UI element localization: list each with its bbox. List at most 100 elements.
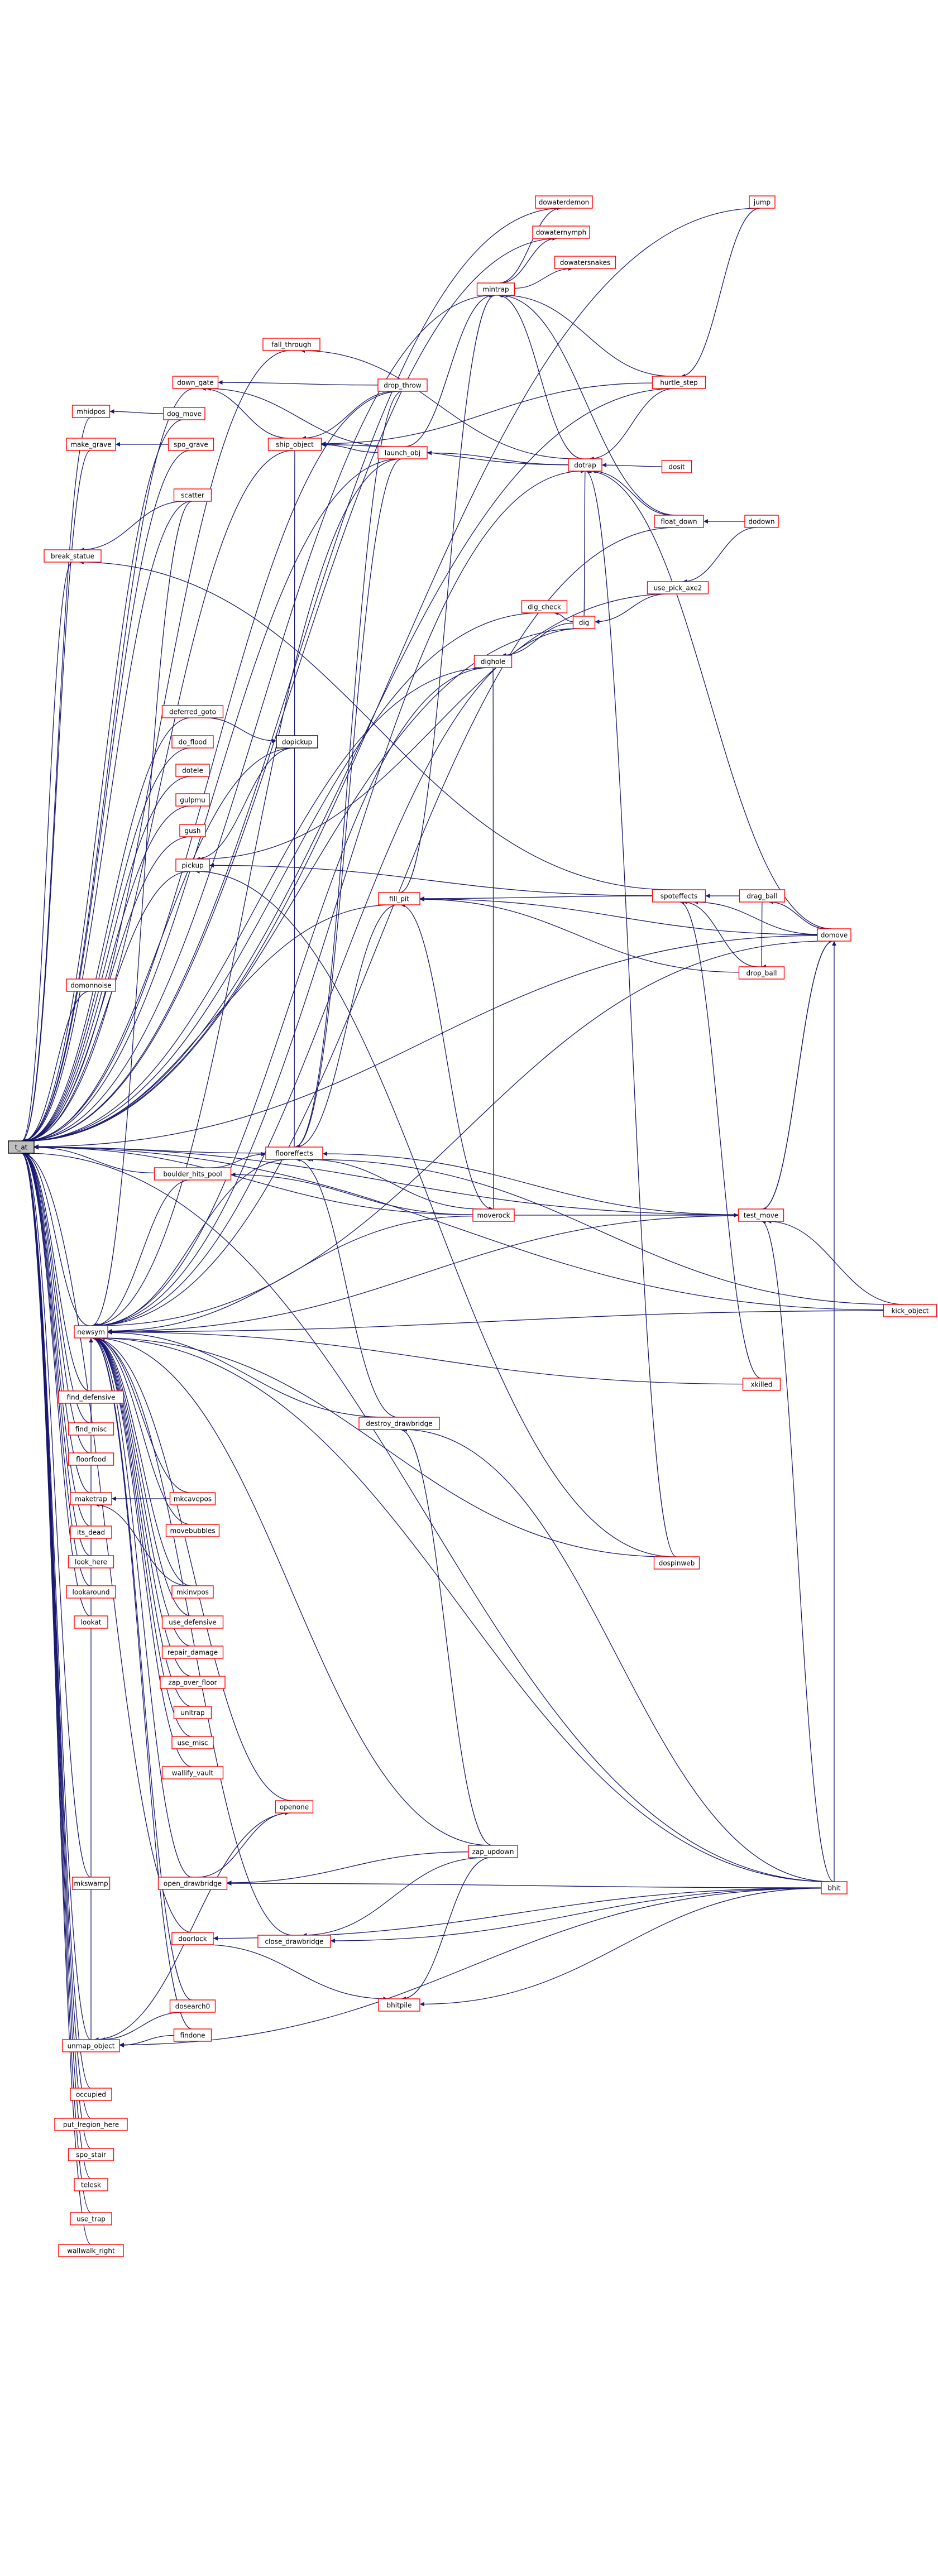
node-maketrap[interactable]: maketrap	[70, 1492, 112, 1505]
node-dig[interactable]: dig	[572, 616, 596, 629]
node-bhitpile[interactable]: bhitpile	[378, 1998, 420, 2012]
node-label: mkinvpos	[176, 1589, 209, 1596]
edge-launch-obj-to-mintrap	[404, 293, 494, 447]
node-unmap-object[interactable]: unmap_object	[62, 2039, 120, 2052]
node-openone[interactable]: openone	[275, 1800, 314, 1814]
node-newsym[interactable]: newsym	[74, 1325, 108, 1339]
node-fall-through[interactable]: fall_through	[262, 338, 320, 351]
node-box	[262, 338, 320, 351]
node-box	[8, 1140, 35, 1154]
node-bhit[interactable]: bhit	[821, 1881, 848, 1894]
node-dighole[interactable]: dighole	[473, 655, 513, 668]
node-box	[377, 378, 428, 392]
node-mkcavepos[interactable]: mkcavepos	[169, 1492, 216, 1505]
node-drag-ball[interactable]: drag_ball	[739, 889, 786, 903]
node-label: mhidpos	[76, 408, 105, 416]
node-dosearch0[interactable]: dosearch0	[169, 1999, 216, 2013]
node-use-misc[interactable]: use_misc	[171, 1736, 214, 1749]
node-wallwalk-right[interactable]: wallwalk_right	[58, 2244, 124, 2257]
node-repair-damage[interactable]: repair_damage	[161, 1646, 224, 1659]
node-do-flood[interactable]: do_flood	[171, 735, 214, 749]
node-dog-move[interactable]: dog_move	[163, 407, 205, 420]
node-destroy-drawbridge[interactable]: destroy_drawbridge	[358, 1417, 440, 1430]
edge-use-trap-to-root	[21, 1151, 91, 2213]
node-spoteffects[interactable]: spoteffects	[652, 889, 706, 903]
node-lookaround[interactable]: lookaround	[66, 1585, 116, 1599]
node-find-defensive[interactable]: find_defensive	[58, 1390, 124, 1404]
edge-boulder-hits-pool-to-flooreffects	[210, 1152, 266, 1168]
node-launch-obj[interactable]: launch_obj	[377, 446, 428, 459]
node-label: close_drawbridge	[265, 1938, 323, 1946]
node-spo-grave[interactable]: spo_grave	[168, 438, 214, 451]
node-make-grave[interactable]: make_grave	[66, 438, 116, 451]
node-close-drawbridge[interactable]: close_drawbridge	[257, 1935, 331, 1948]
node-xkilled[interactable]: xkilled	[742, 1378, 781, 1391]
node-movebubbles[interactable]: movebubbles	[165, 1524, 220, 1537]
node-break-statue[interactable]: break_statue	[44, 549, 102, 563]
node-telesk[interactable]: telesk	[74, 2178, 108, 2191]
node-gulpmu[interactable]: gulpmu	[175, 793, 210, 807]
node-domove[interactable]: domove	[817, 928, 851, 942]
node-pickup[interactable]: pickup	[175, 858, 210, 872]
node-mkswamp[interactable]: mkswamp	[71, 1877, 111, 1890]
node-dopickup[interactable]: dopickup	[276, 735, 318, 749]
node-find-misc[interactable]: find_misc	[68, 1422, 114, 1436]
node-kick-object[interactable]: kick_object	[883, 1304, 937, 1317]
node-mintrap[interactable]: mintrap	[476, 282, 515, 296]
node-jump[interactable]: jump	[749, 195, 776, 209]
node-boulder-hits-pool[interactable]: boulder_hits_pool	[154, 1167, 232, 1181]
node-dotrap[interactable]: dotrap	[568, 458, 602, 472]
node-dowaterdemon[interactable]: dowaterdemon	[535, 195, 593, 209]
node-its-dead[interactable]: its_dead	[70, 1526, 112, 1539]
node-box	[68, 2148, 114, 2161]
node-put-lregion-here[interactable]: put_lregion_here	[54, 2118, 128, 2131]
node-box	[378, 892, 420, 905]
node-fill-pit[interactable]: fill_pit	[378, 892, 420, 905]
node-dowaternymph[interactable]: dowaternymph	[532, 226, 590, 239]
node-open-drawbridge[interactable]: open_drawbridge	[157, 1877, 228, 1890]
node-dodown[interactable]: dodown	[744, 515, 779, 528]
node-label: zap_updown	[472, 1848, 514, 1856]
node-zap-over-floor[interactable]: zap_over_floor	[160, 1676, 226, 1689]
node-dowatersnakes[interactable]: dowatersnakes	[554, 256, 616, 269]
node-use-pick-axe2[interactable]: use_pick_axe2	[647, 581, 709, 594]
node-dospinweb[interactable]: dospinweb	[653, 1556, 700, 1570]
node-moverock[interactable]: moverock	[472, 1208, 515, 1222]
node-lookat[interactable]: lookat	[74, 1615, 108, 1629]
node-mhidpos[interactable]: mhidpos	[71, 405, 111, 418]
node-wallify-vault[interactable]: wallify_vault	[161, 1766, 224, 1779]
node-unltrap[interactable]: unltrap	[173, 1706, 212, 1719]
node-root[interactable]: t_at	[8, 1140, 35, 1154]
node-drop-ball[interactable]: drop_ball	[738, 966, 785, 980]
node-spo-stair[interactable]: spo_stair	[68, 2148, 114, 2161]
edge-destroy-drawbridge-to-newsym	[107, 1330, 387, 1418]
node-doorlock[interactable]: doorlock	[171, 1932, 214, 1945]
node-use-defensive[interactable]: use_defensive	[161, 1615, 224, 1629]
node-hurtle-step[interactable]: hurtle_step	[652, 376, 706, 389]
node-occupied[interactable]: occupied	[70, 2088, 112, 2101]
node-float-down[interactable]: float_down	[654, 515, 704, 528]
edge-dog-move-to-mhidpos	[109, 409, 164, 414]
node-dig-check[interactable]: dig_check	[521, 600, 568, 613]
node-down-gate[interactable]: down_gate	[172, 376, 219, 389]
node-floorfood[interactable]: floorfood	[68, 1452, 114, 1466]
node-dotele[interactable]: dotele	[175, 764, 210, 777]
node-use-trap[interactable]: use_trap	[70, 2212, 112, 2225]
node-ship-object[interactable]: ship_object	[267, 438, 322, 451]
node-gush[interactable]: gush	[179, 824, 206, 837]
node-scatter[interactable]: scatter	[173, 488, 212, 502]
node-domonnoise[interactable]: domonnoise	[66, 978, 116, 992]
node-findone[interactable]: findone	[173, 2028, 212, 2042]
node-drop-throw[interactable]: drop_throw	[377, 378, 428, 392]
node-look-here[interactable]: look_here	[68, 1555, 114, 1568]
node-label: use_misc	[177, 1739, 208, 1747]
node-label: its_dead	[77, 1529, 105, 1537]
node-mkinvpos[interactable]: mkinvpos	[171, 1585, 214, 1599]
node-dosit[interactable]: dosit	[661, 460, 692, 473]
node-deferred-goto[interactable]: deferred_goto	[161, 705, 224, 718]
node-zap-updown[interactable]: zap_updown	[468, 1845, 518, 1858]
node-test-move[interactable]: test_move	[738, 1208, 784, 1222]
node-box	[66, 438, 116, 451]
node-flooreffects[interactable]: flooreffects	[265, 1147, 323, 1160]
node-box	[74, 2178, 108, 2191]
